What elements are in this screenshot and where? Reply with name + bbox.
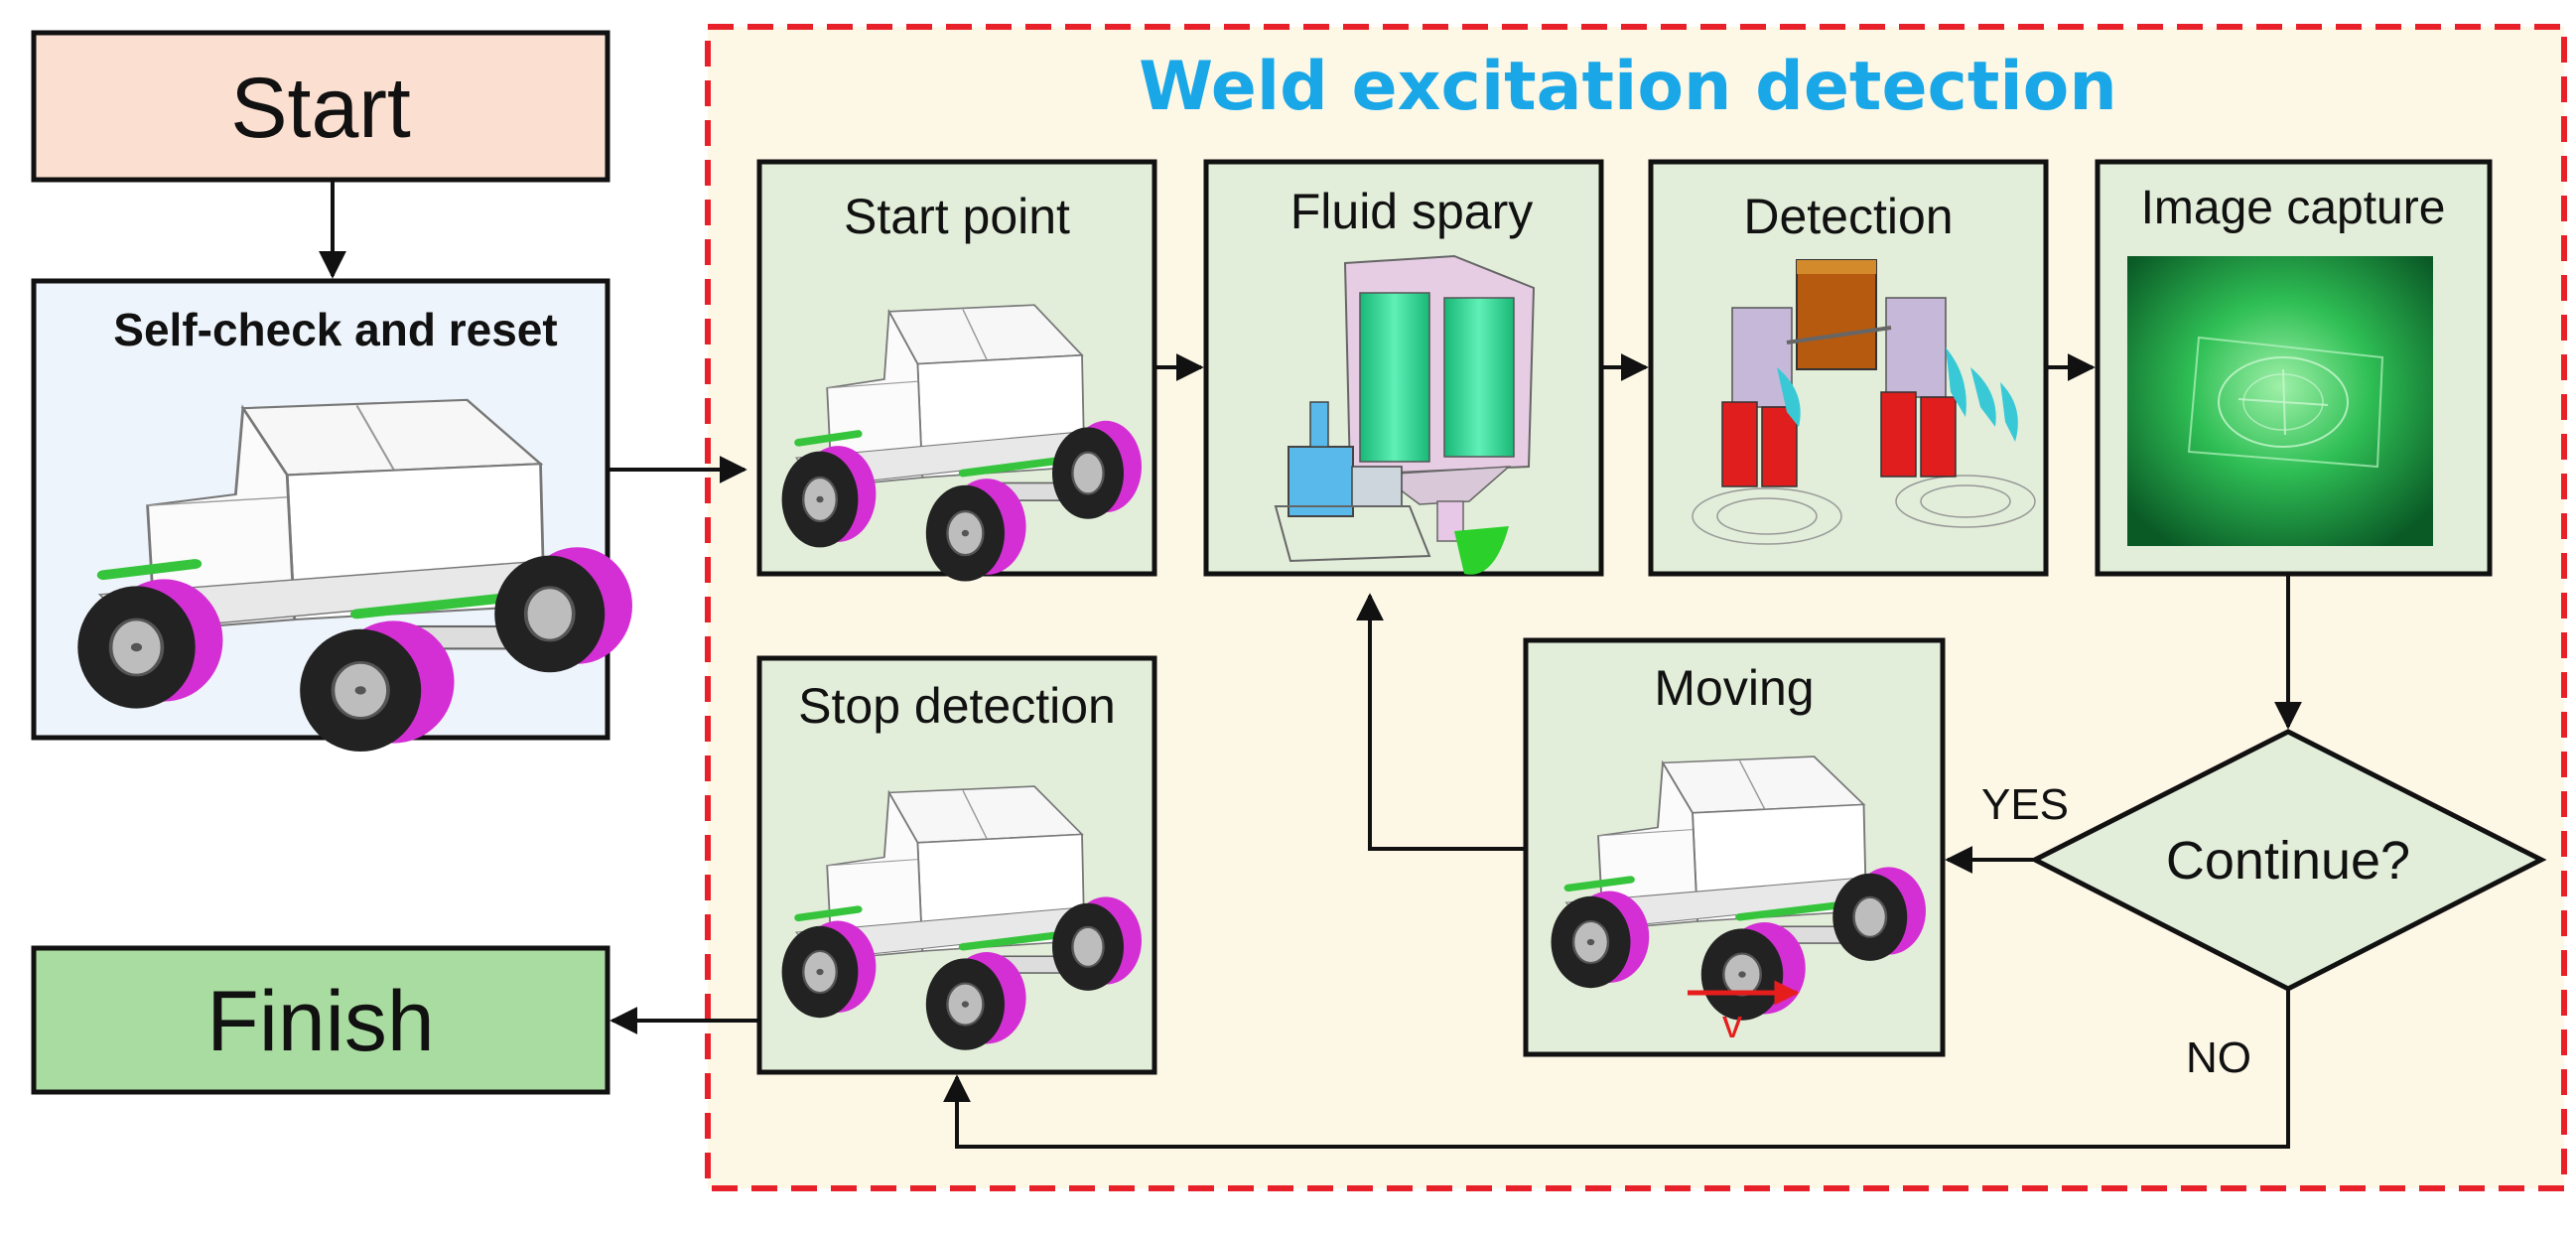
fluid-spray-unit-icon xyxy=(1274,254,1536,575)
yes-label: YES xyxy=(1981,780,2069,829)
stop-detection-label: Stop detection xyxy=(798,678,1116,734)
weld-image-icon xyxy=(2127,256,2433,546)
self-check-label: Self-check and reset xyxy=(113,304,557,355)
start-node: Start xyxy=(31,30,610,183)
arrow-moving-to-spray xyxy=(1356,593,1526,851)
image-capture-node: Image capture xyxy=(2095,159,2493,577)
region-title: Weld excitation detection xyxy=(1139,48,2117,126)
stop-detection-node: Stop detection xyxy=(756,655,1157,1075)
start-label: Start xyxy=(230,61,411,156)
moving-label: Moving xyxy=(1654,660,1814,716)
moving-node: Moving v xyxy=(1523,637,1946,1057)
start-point-node: Start point xyxy=(756,159,1157,582)
no-label: NO xyxy=(2186,1033,2251,1082)
decision-node: Continue? xyxy=(2029,729,2547,992)
finish-label: Finish xyxy=(206,974,434,1069)
finish-node: Finish xyxy=(31,945,610,1095)
connectors xyxy=(319,180,2302,1149)
image-capture-label: Image capture xyxy=(2141,182,2446,234)
excitation-detection-unit-icon xyxy=(1692,259,2036,545)
self-check-node: Self-check and reset xyxy=(31,278,632,752)
arrow-decision-no-to-stop xyxy=(943,989,2290,1149)
fluid-spray-node: Fluid spary xyxy=(1203,159,1604,577)
velocity-label: v xyxy=(1722,1003,1742,1046)
detection-node: Detection xyxy=(1648,159,2049,577)
detection-label: Detection xyxy=(1743,189,1953,244)
start-point-label: Start point xyxy=(844,189,1070,244)
decision-label: Continue? xyxy=(2166,831,2410,891)
fluid-spray-label: Fluid spary xyxy=(1290,184,1534,239)
